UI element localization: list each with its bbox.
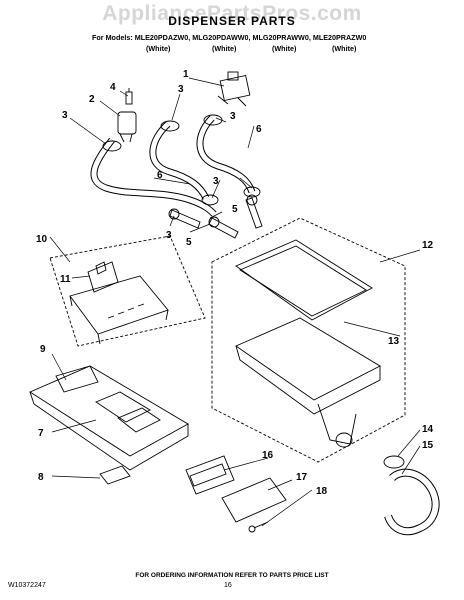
callout-6a: 6 xyxy=(256,124,262,135)
clamp-3b xyxy=(160,120,180,132)
callout-2: 2 xyxy=(89,94,95,105)
nozzle-5c xyxy=(245,194,263,229)
part-handle-8 xyxy=(99,465,131,485)
watermark: AppliancePartsPros.com xyxy=(102,2,362,25)
callout-12: 12 xyxy=(422,240,434,251)
part-tray-9 xyxy=(55,365,99,393)
page-number: 16 xyxy=(224,582,232,589)
callout-17: 17 xyxy=(296,472,308,483)
model-list: For Models: MLE20PDAZW0, MLG20PDAWW0, ML… xyxy=(92,33,367,42)
callout-7: 7 xyxy=(38,428,44,439)
clamp-14 xyxy=(383,455,405,469)
clamp-3c xyxy=(203,114,223,126)
part-connector-4 xyxy=(125,88,133,105)
callout-1: 1 xyxy=(183,69,189,80)
callout-15: 15 xyxy=(422,440,434,451)
part-housing-lid-13 xyxy=(235,239,373,321)
clamp-3a xyxy=(102,140,122,152)
part-bracket-16 xyxy=(185,455,235,495)
callout-4: 4 xyxy=(110,82,116,93)
group-box-10 xyxy=(49,235,206,347)
callout-9: 9 xyxy=(40,344,46,355)
part-cup-11 xyxy=(87,261,119,293)
nozzle-5a xyxy=(168,208,201,229)
group-box-12 xyxy=(211,217,406,463)
callout-3e: 3 xyxy=(166,230,172,241)
ordering-note: FOR ORDERING INFORMATION REFER TO PARTS … xyxy=(135,572,329,579)
clamp-3e xyxy=(243,186,261,198)
callout-18: 18 xyxy=(316,486,328,497)
nozzle-5b xyxy=(208,216,239,239)
hose-6b-inner xyxy=(150,122,209,200)
callout-6b: 6 xyxy=(157,170,163,181)
callout-8: 8 xyxy=(38,472,44,483)
callout-3d: 3 xyxy=(213,176,219,187)
model-color-1: (White) xyxy=(146,44,171,53)
part-valve-2 xyxy=(117,111,137,143)
callout-11: 11 xyxy=(60,274,71,285)
hose-6c-inner xyxy=(197,116,255,193)
callout-3b: 3 xyxy=(230,111,236,122)
callout-5a: 5 xyxy=(232,204,238,215)
part-housing-12 xyxy=(235,317,381,448)
model-color-2: (White) xyxy=(212,44,237,53)
callout-3a: 3 xyxy=(178,84,184,95)
callout-14: 14 xyxy=(422,424,434,435)
callout-3c: 3 xyxy=(62,110,68,121)
hose-6a-inner xyxy=(91,138,216,216)
part-plate-17 xyxy=(221,477,287,523)
callout-5b: 5 xyxy=(186,237,192,248)
callout-16: 16 xyxy=(262,450,274,461)
callout-13: 13 xyxy=(388,336,400,347)
part-drawer-7 xyxy=(29,365,189,471)
callout-10: 10 xyxy=(36,234,48,245)
part-container-10 xyxy=(69,275,169,345)
model-color-3: (White) xyxy=(272,44,297,53)
part-valve-1 xyxy=(217,71,251,107)
clamp-3d xyxy=(201,194,219,206)
page-title: DISPENSER PARTS xyxy=(168,14,296,28)
document-number: W10372247 xyxy=(8,582,46,589)
model-color-4: (White) xyxy=(332,44,357,53)
